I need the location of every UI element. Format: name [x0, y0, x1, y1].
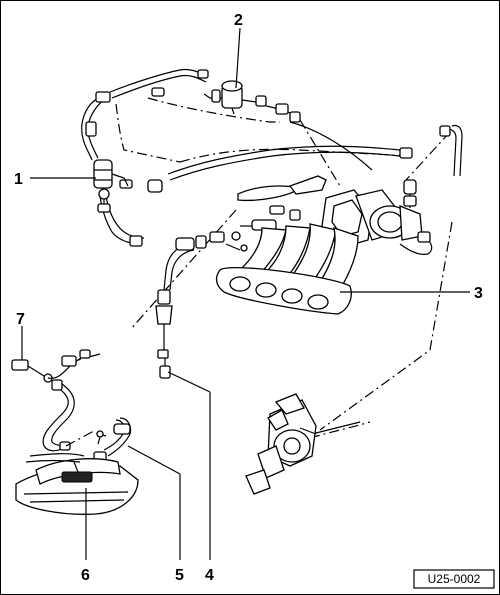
- callout-6: 6: [81, 567, 90, 584]
- callout-5: 5: [175, 567, 184, 584]
- part-3-intake-manifold: [215, 179, 433, 315]
- upper-right-hose: [167, 121, 463, 181]
- mid-small-parts: [209, 175, 327, 252]
- part-5-hose-fitting: [93, 417, 132, 463]
- figure-code-box: U25-0002: [413, 569, 495, 589]
- callout-3: 3: [474, 285, 483, 302]
- upper-left-hose-loop: [81, 68, 280, 245]
- lower-left-hose: [42, 379, 107, 452]
- left-loop-hose-clamps: [85, 69, 209, 247]
- callout-leaders: [21, 27, 470, 560]
- callout-2: 2: [234, 12, 243, 29]
- distributor: [245, 393, 371, 495]
- callout-4: 4: [205, 567, 214, 584]
- figure-code: U25-0002: [428, 572, 481, 586]
- part-1-valve: [93, 159, 129, 213]
- callout-labels: 1 2 3 4 5 6 7: [14, 12, 483, 584]
- part-6-canister: [15, 453, 139, 515]
- part-2-valve: [203, 80, 301, 123]
- callout-7: 7: [16, 311, 25, 328]
- part-7-connector: [11, 349, 91, 383]
- part-4-sensor: [155, 235, 207, 379]
- callout-1: 1: [14, 171, 23, 188]
- dash-dot-leaders: [77, 119, 453, 431]
